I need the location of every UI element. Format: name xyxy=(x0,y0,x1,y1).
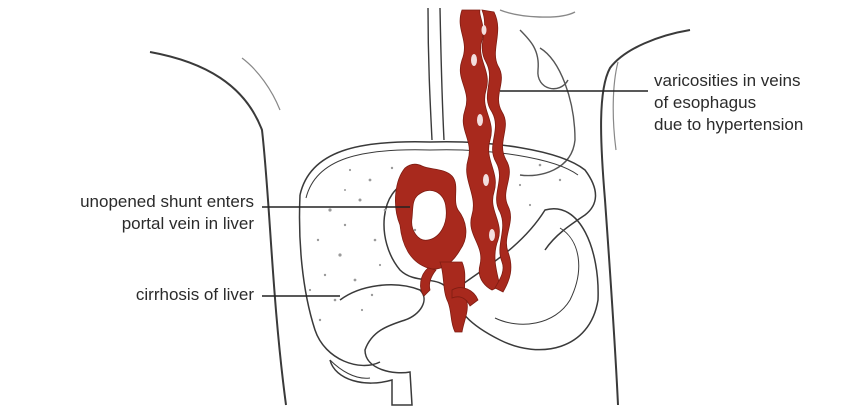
label-cirrhosis-line-1: cirrhosis of liver xyxy=(136,284,254,306)
varicose-veins xyxy=(395,10,511,332)
label-shunt-line-1: unopened shunt enters xyxy=(80,191,254,213)
label-shunt-line-2: portal vein in liver xyxy=(80,213,254,235)
label-varicosities-line-3: due to hypertension xyxy=(654,114,803,136)
label-varicosities-line-1: varicosities in veins xyxy=(654,70,803,92)
label-shunt: unopened shunt enters portal vein in liv… xyxy=(80,191,254,235)
label-cirrhosis: cirrhosis of liver xyxy=(136,284,254,306)
label-varicosities: varicosities in veins of esophagus due t… xyxy=(654,70,803,136)
label-varicosities-line-2: of esophagus xyxy=(654,92,803,114)
